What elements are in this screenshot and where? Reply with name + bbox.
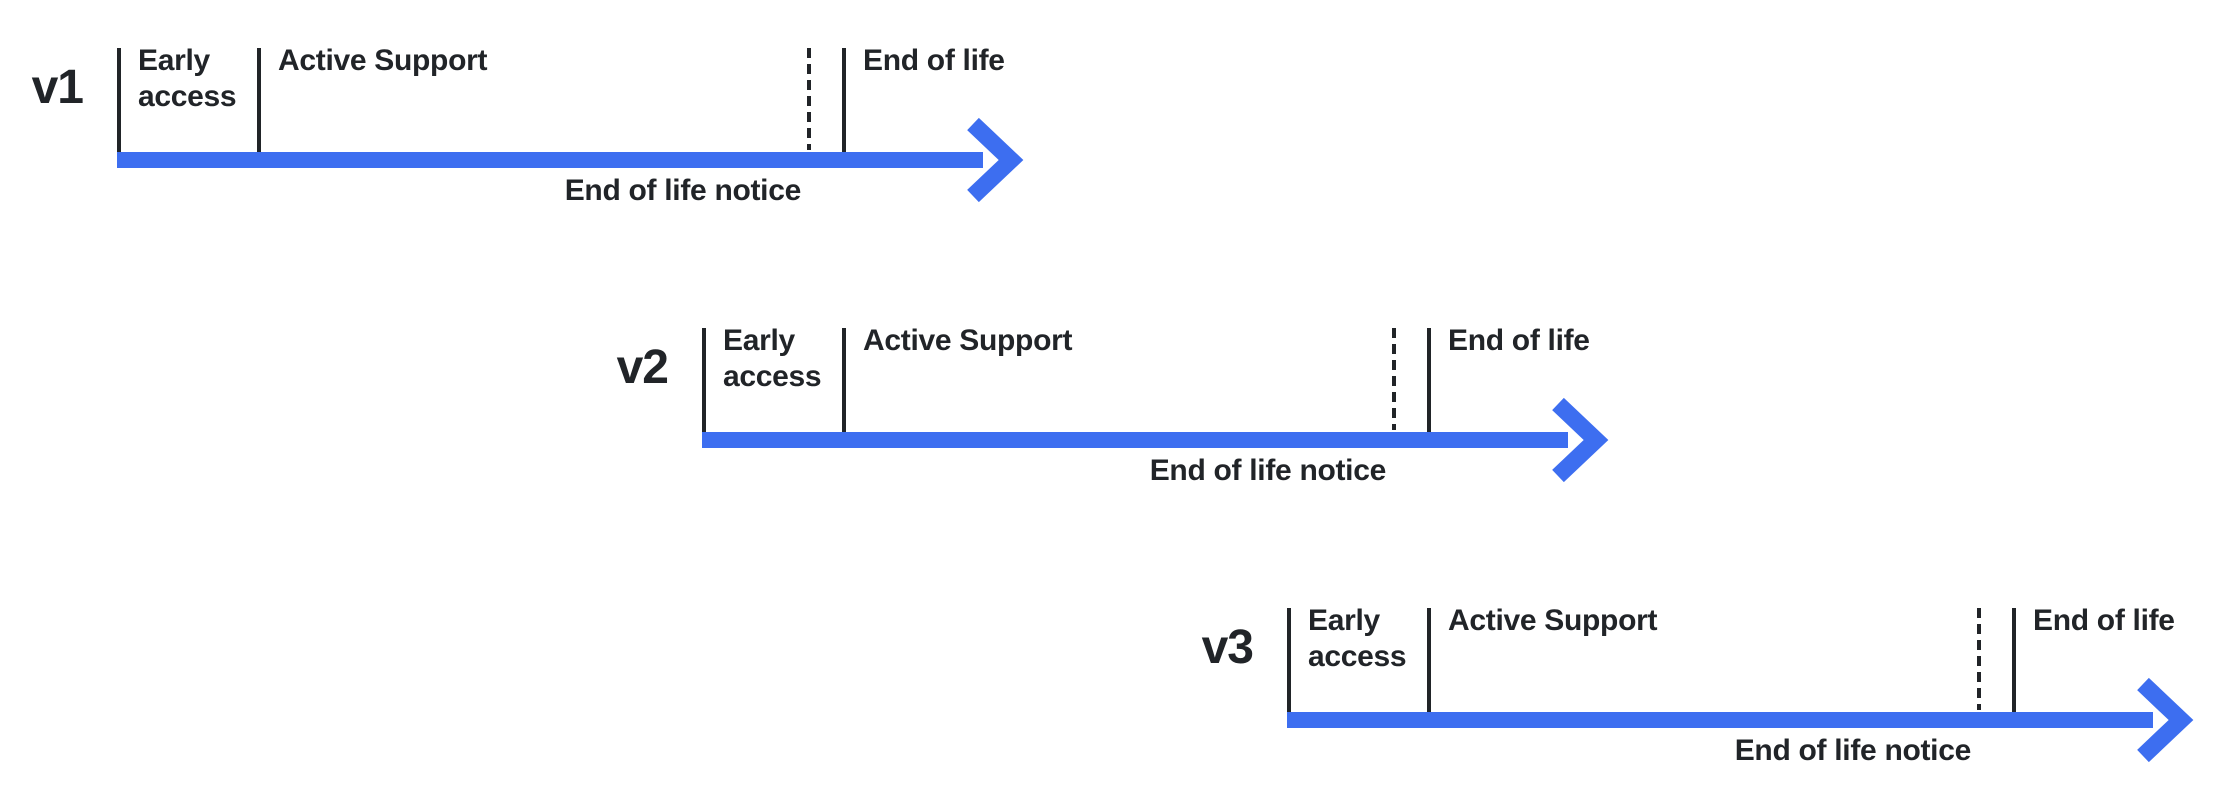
end-of-life-notice-dashed-line bbox=[807, 48, 811, 150]
end-of-life-tick bbox=[2012, 608, 2016, 712]
version-timeline-v1: v1 Early access Active Support End of li… bbox=[0, 44, 1167, 288]
active-support-start-tick bbox=[1427, 608, 1431, 712]
active-support-label: Active Support bbox=[863, 324, 1073, 357]
end-of-life-notice-dashed-line bbox=[1392, 328, 1396, 430]
early-access-label: Early access bbox=[138, 44, 237, 113]
early-access-start-tick bbox=[1287, 608, 1291, 712]
end-of-life-notice-label: End of life notice bbox=[1734, 734, 1972, 767]
end-of-life-tick bbox=[842, 48, 846, 152]
active-support-label: Active Support bbox=[1448, 604, 1658, 637]
active-support-start-tick bbox=[842, 328, 846, 432]
version-label: v1 bbox=[31, 61, 84, 114]
end-of-life-label: End of life bbox=[2033, 604, 2175, 637]
version-timeline-v2: v2 Early access Active Support End of li… bbox=[552, 324, 1752, 568]
timeline-arrow bbox=[1287, 677, 2194, 763]
timeline-arrow bbox=[702, 397, 1609, 483]
end-of-life-notice-dashed-line bbox=[1977, 608, 1981, 710]
timeline-arrow bbox=[117, 117, 1024, 203]
early-access-label: Early access bbox=[1308, 604, 1407, 673]
version-label: v2 bbox=[616, 341, 669, 394]
active-support-start-tick bbox=[257, 48, 261, 152]
version-timeline-v3: v3 Early access Active Support End of li… bbox=[1137, 604, 2228, 812]
early-access-start-tick bbox=[117, 48, 121, 152]
end-of-life-label: End of life bbox=[863, 44, 1005, 77]
early-access-start-tick bbox=[702, 328, 706, 432]
early-access-label: Early access bbox=[723, 324, 822, 393]
end-of-life-tick bbox=[1427, 328, 1431, 432]
end-of-life-label: End of life bbox=[1448, 324, 1590, 357]
active-support-label: Active Support bbox=[278, 44, 488, 77]
end-of-life-notice-label: End of life notice bbox=[564, 174, 802, 207]
end-of-life-notice-label: End of life notice bbox=[1149, 454, 1387, 487]
version-label: v3 bbox=[1201, 621, 1254, 674]
